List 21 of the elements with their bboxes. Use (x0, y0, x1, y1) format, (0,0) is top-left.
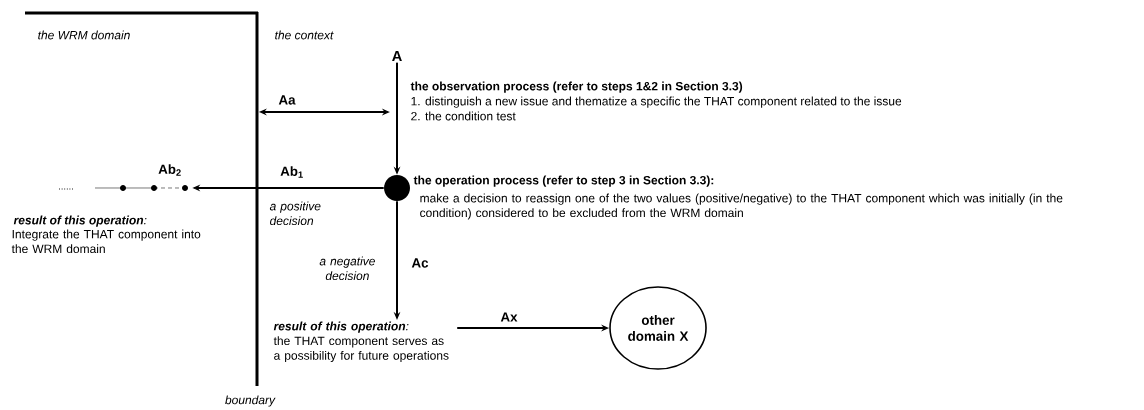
result-text: result of this operation: the THAT component serves as a possibility for future operations (273, 321, 449, 363)
arrow-label: Ab$_{2}$ (158, 164, 181, 176)
edge-label: Ac (410, 257, 430, 269)
edge-label: Aa (277, 94, 297, 106)
step-text: 2. the condition test (411, 111, 516, 121)
decision-label: a positive decision (269, 201, 321, 226)
result-heading: result of this operation: (13, 215, 147, 227)
result-text: Integrate the THAT component into the WRM domain (11, 229, 201, 254)
decision-dot (384, 175, 410, 201)
step-text: 1. distinguish a new issue and thematize a specific the THAT component related to the issue (411, 96, 902, 108)
edge-label: Ab$_{1}$ (278, 164, 306, 180)
region-label: the context (275, 30, 334, 40)
heading-text: the operation process (refer to step 3 in Section 3.3): (413, 175, 714, 187)
region-label: the WRM domain (38, 30, 130, 40)
edge-label: Ax (499, 311, 519, 323)
ellipsis-text: ...... (59, 188, 73, 190)
decision-label: a negative decision (319, 256, 375, 281)
heading-text: the observation process (refer to steps 1&2 in Section 3.3) (410, 81, 743, 93)
boundary-label: boundary (225, 395, 276, 407)
arrow-start-label: A (392, 50, 402, 62)
description-text: make a decision to reassign one of the two values (positive/negative) to the THAT component which was initially (in the condition) considered to be excluded from the WRM domain (420, 193, 1063, 220)
